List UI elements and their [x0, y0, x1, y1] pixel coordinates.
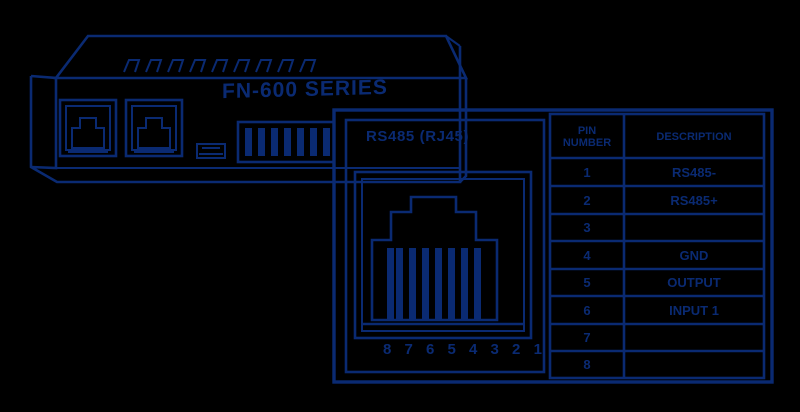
table-header-description: DESCRIPTION — [656, 131, 732, 143]
table-header-pin-line2: NUMBER — [562, 137, 612, 149]
table-row-pin: 6 — [583, 302, 591, 318]
device-enclosure — [29, 34, 469, 184]
rj45-keyed-outline — [370, 195, 499, 322]
table-row-description: GND — [679, 247, 709, 263]
device-rj45-port-2 — [124, 98, 184, 158]
table-row-pin: 5 — [583, 275, 591, 290]
device-left-bevel — [30, 74, 58, 170]
device-front-face — [29, 46, 462, 184]
table-header-pin: PIN NUMBER — [550, 116, 624, 158]
rj45-connector-illustration — [353, 170, 533, 340]
table-row-description: RS485+ — [670, 192, 718, 208]
table-row-description — [624, 351, 764, 378]
table-row-description: RS485- — [671, 164, 717, 180]
table-header-pin-line1: PIN — [577, 125, 597, 137]
connector-illustration-box — [344, 118, 546, 374]
table-row-pin: 3 — [583, 220, 591, 235]
device-rj45-port-1 — [58, 98, 118, 158]
table-row-pin: 2 — [583, 192, 591, 208]
table-row-description — [624, 324, 764, 351]
device-terminal-block — [236, 120, 336, 164]
device-usb-mini-port — [196, 143, 226, 159]
callout-panel-frame — [332, 108, 774, 384]
pinout-table-grid — [548, 112, 766, 380]
table-row-pin: 1 — [583, 164, 591, 180]
table-row-pin: 7 — [583, 330, 591, 345]
device-model-label: FN-600 SERIES — [222, 75, 388, 104]
pin-order-label: 8 7 6 5 4 3 2 1 — [383, 341, 547, 358]
device-top-right-corner — [445, 35, 461, 47]
connector-title-label: RS485 (RJ45) — [366, 128, 470, 145]
table-row-description: OUTPUT — [667, 275, 721, 290]
table-row-pin: 4 — [583, 247, 591, 263]
device-top-face — [53, 34, 469, 80]
table-row-description: INPUT 1 — [669, 302, 719, 318]
table-row-pin: 8 — [583, 357, 591, 372]
vent-slot-group — [123, 59, 317, 73]
table-row-description — [624, 214, 764, 241]
